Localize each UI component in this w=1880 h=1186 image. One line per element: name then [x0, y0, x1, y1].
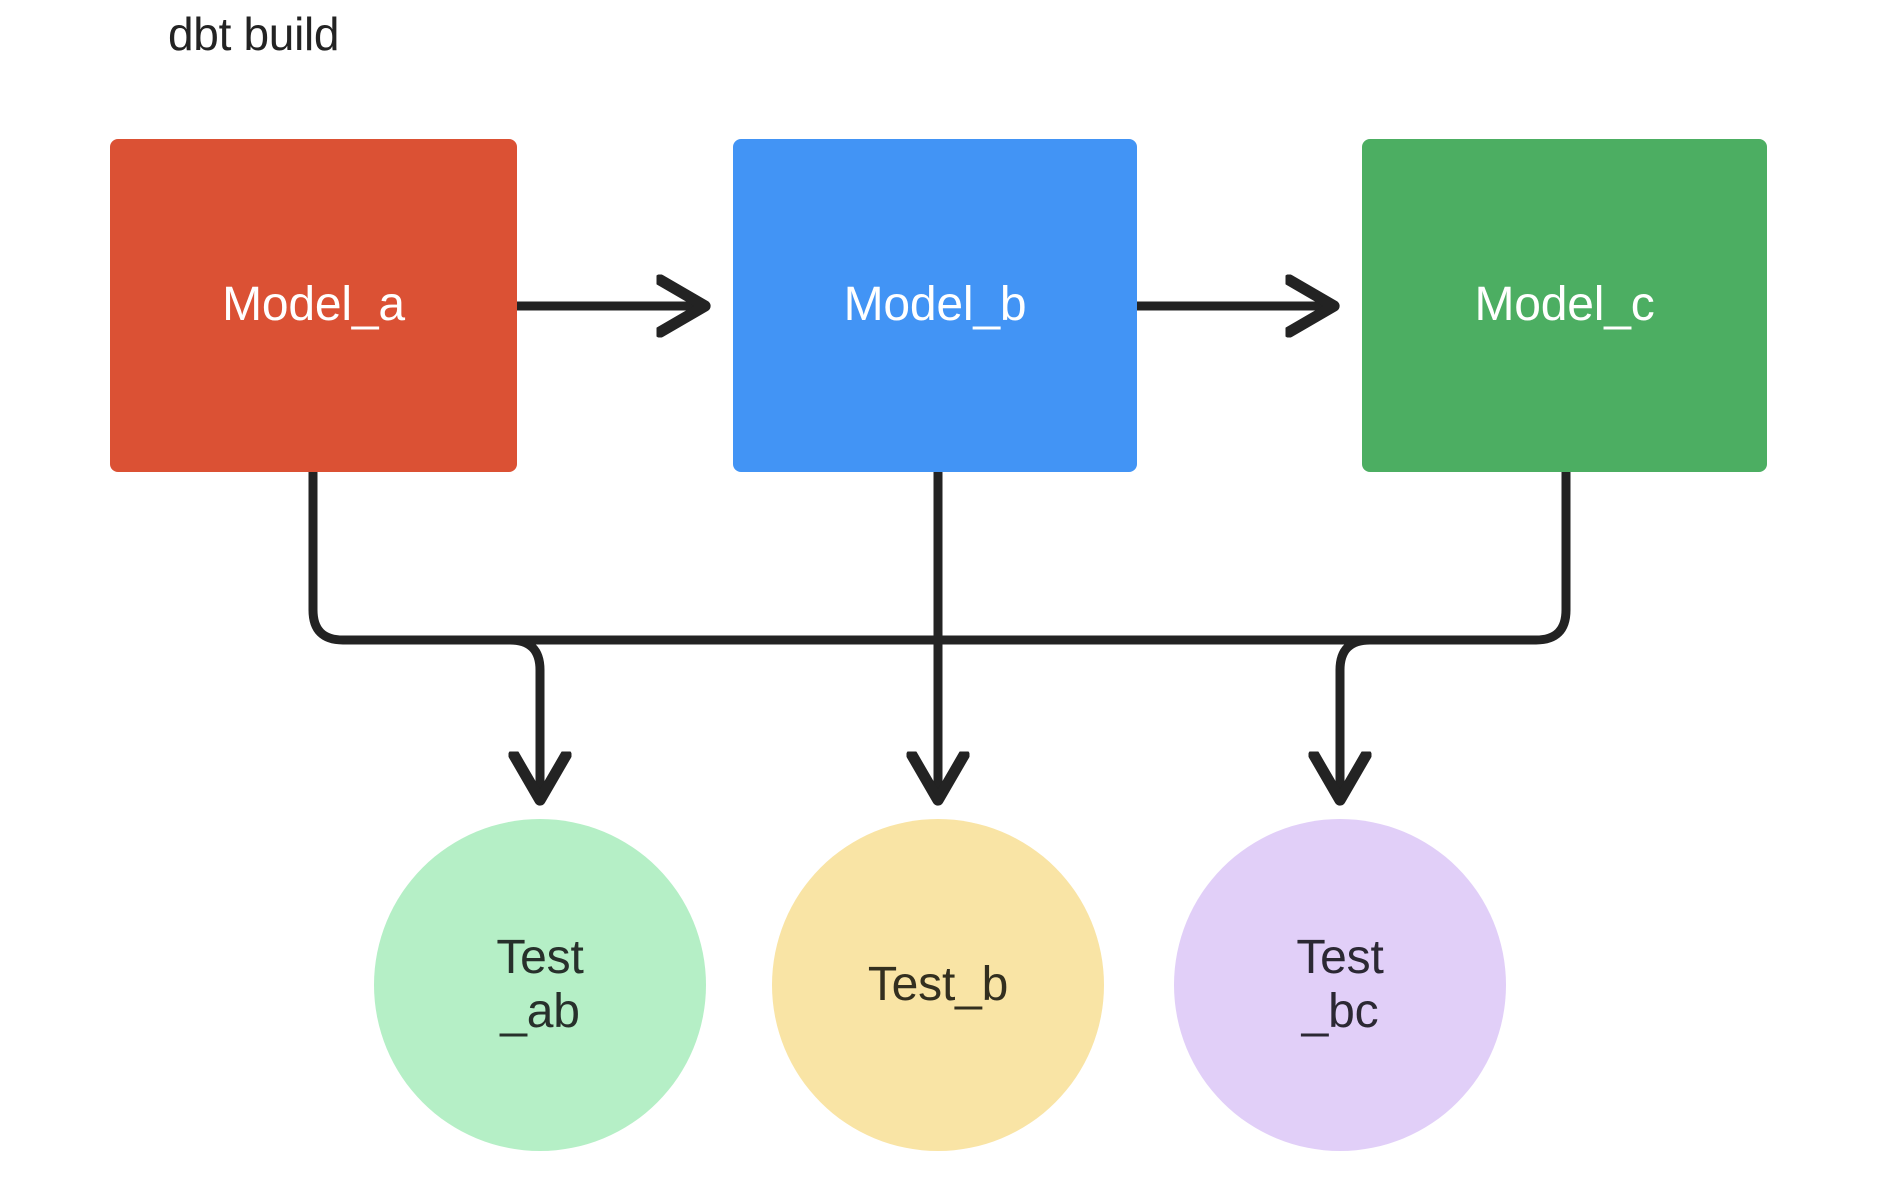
- model-node-model-c[interactable]: Model_c: [1362, 139, 1767, 472]
- test-node-label: Test _ab: [496, 931, 584, 1038]
- model-node-model-a[interactable]: Model_a: [110, 139, 517, 472]
- test-node-test-ab[interactable]: Test _ab: [374, 819, 706, 1151]
- edge-bus-to-test-bc: [1340, 635, 1370, 800]
- edge-model-c-to-bus: [1380, 472, 1571, 645]
- edge-bus-to-test-ab: [510, 635, 540, 800]
- edge-model-a-to-bus: [308, 472, 500, 645]
- model-node-label: Model_c: [1474, 278, 1655, 332]
- model-node-label: Model_a: [222, 278, 405, 332]
- model-node-model-b[interactable]: Model_b: [733, 139, 1137, 472]
- diagram-title: dbt build: [168, 8, 340, 60]
- test-node-test-b[interactable]: Test_b: [772, 819, 1104, 1151]
- test-node-label: Test _bc: [1296, 931, 1384, 1038]
- test-node-label: Test_b: [867, 958, 1009, 1012]
- model-node-label: Model_b: [843, 278, 1027, 332]
- test-node-test-bc[interactable]: Test _bc: [1174, 819, 1506, 1151]
